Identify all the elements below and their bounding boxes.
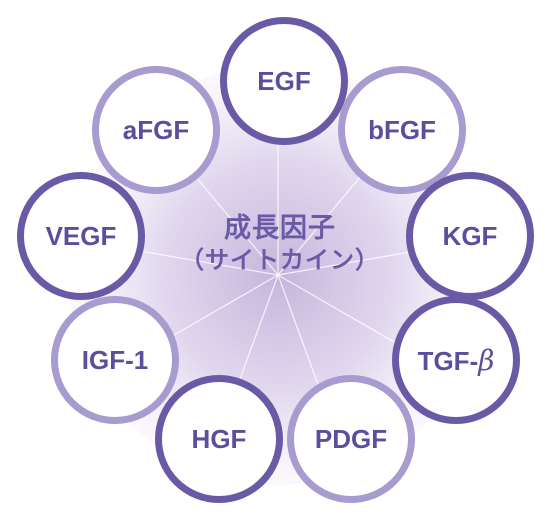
node-tgf-beta: TGF-β bbox=[392, 296, 520, 424]
node-label-text: TGF- bbox=[417, 345, 479, 376]
node-label: PDGF bbox=[314, 423, 388, 454]
node-pdgf: PDGF bbox=[287, 375, 415, 503]
node-kgf: KGF bbox=[406, 172, 534, 300]
node-label: HGF bbox=[191, 423, 247, 454]
node-label: IGF-1 bbox=[81, 344, 149, 375]
node-hgf: HGF bbox=[155, 375, 283, 503]
center-label: 成長因子 （サイトカイン） bbox=[150, 212, 410, 276]
node-igf-1: IGF-1 bbox=[51, 296, 179, 424]
node-label: TGF-β bbox=[418, 344, 495, 377]
center-title: 成長因子 bbox=[224, 213, 336, 243]
node-bfgf: bFGF bbox=[338, 66, 466, 194]
node-afgf: aFGF bbox=[92, 66, 220, 194]
node-label: bFGF bbox=[368, 114, 436, 145]
node-label: VEGF bbox=[45, 220, 117, 251]
center-subtitle: （サイトカイン） bbox=[180, 246, 380, 274]
node-vegf: VEGF bbox=[17, 172, 145, 300]
node-label: EGF bbox=[257, 65, 311, 96]
beta-symbol: β bbox=[478, 343, 495, 377]
node-label: KGF bbox=[442, 220, 498, 251]
node-egf: EGF bbox=[220, 17, 348, 145]
node-label: aFGF bbox=[122, 114, 190, 145]
